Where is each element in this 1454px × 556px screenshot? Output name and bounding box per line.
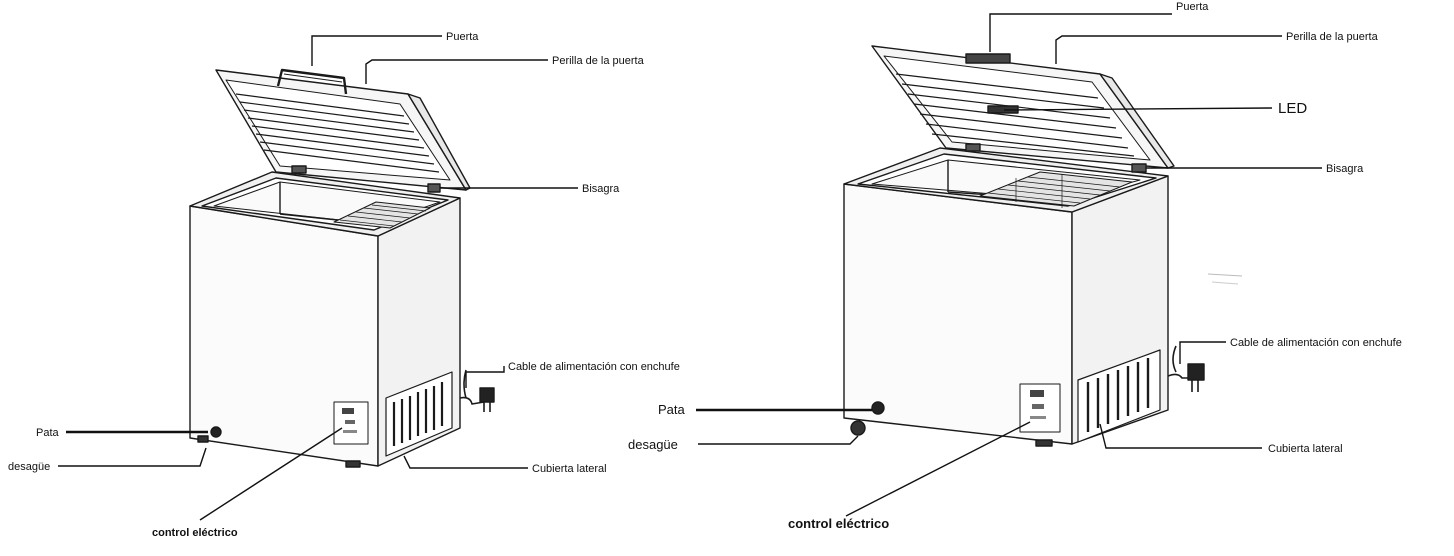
- right-labels: Puerta Perilla de la puerta LED Bisagra …: [628, 1, 1402, 531]
- left-freezer: [189, 68, 495, 468]
- left-hinge: [427, 183, 441, 193]
- left-labels: Puerta Perilla de la puerta Bisagra Cabl…: [8, 31, 680, 539]
- right-basket: [979, 171, 1133, 207]
- right-power-cable: [1167, 373, 1192, 379]
- left-label-door-knob: Perilla de la puerta: [552, 55, 645, 67]
- right-handle: [965, 53, 1011, 64]
- right-hinge: [1131, 163, 1147, 173]
- right-label-leg: Pata: [658, 402, 686, 417]
- right-label-hinge: Bisagra: [1326, 163, 1364, 175]
- right-label-power-cable: Cable de alimentación con enchufe: [1230, 337, 1402, 349]
- right-label-side-cover: Cubierta lateral: [1268, 443, 1343, 455]
- left-label-door: Puerta: [446, 31, 479, 43]
- right-label-door-knob: Perilla de la puerta: [1286, 31, 1379, 43]
- left-label-hinge: Bisagra: [582, 183, 620, 195]
- right-drain-plug: [871, 401, 885, 415]
- left-handle: [276, 68, 348, 95]
- right-plug: [1187, 363, 1205, 381]
- left-label-drain: desagüe: [8, 461, 50, 473]
- left-label-side-cover: Cubierta lateral: [532, 463, 607, 475]
- right-label-electric-control: control eléctrico: [788, 516, 889, 531]
- right-label-drain: desagüe: [628, 437, 678, 452]
- right-label-door: Puerta: [1176, 1, 1209, 13]
- left-power-cable: [459, 396, 485, 405]
- left-drain-plug: [210, 426, 222, 438]
- left-label-electric-control: control eléctrico: [152, 527, 238, 539]
- right-freezer: [843, 45, 1243, 447]
- right-label-led: LED: [1278, 100, 1307, 117]
- left-label-leg: Pata: [36, 427, 60, 439]
- right-leader-lines: [696, 13, 1322, 517]
- left-label-power-cable: Cable de alimentación con enchufe: [508, 361, 680, 373]
- left-plug: [479, 387, 495, 403]
- left-leader-lines: [58, 35, 578, 521]
